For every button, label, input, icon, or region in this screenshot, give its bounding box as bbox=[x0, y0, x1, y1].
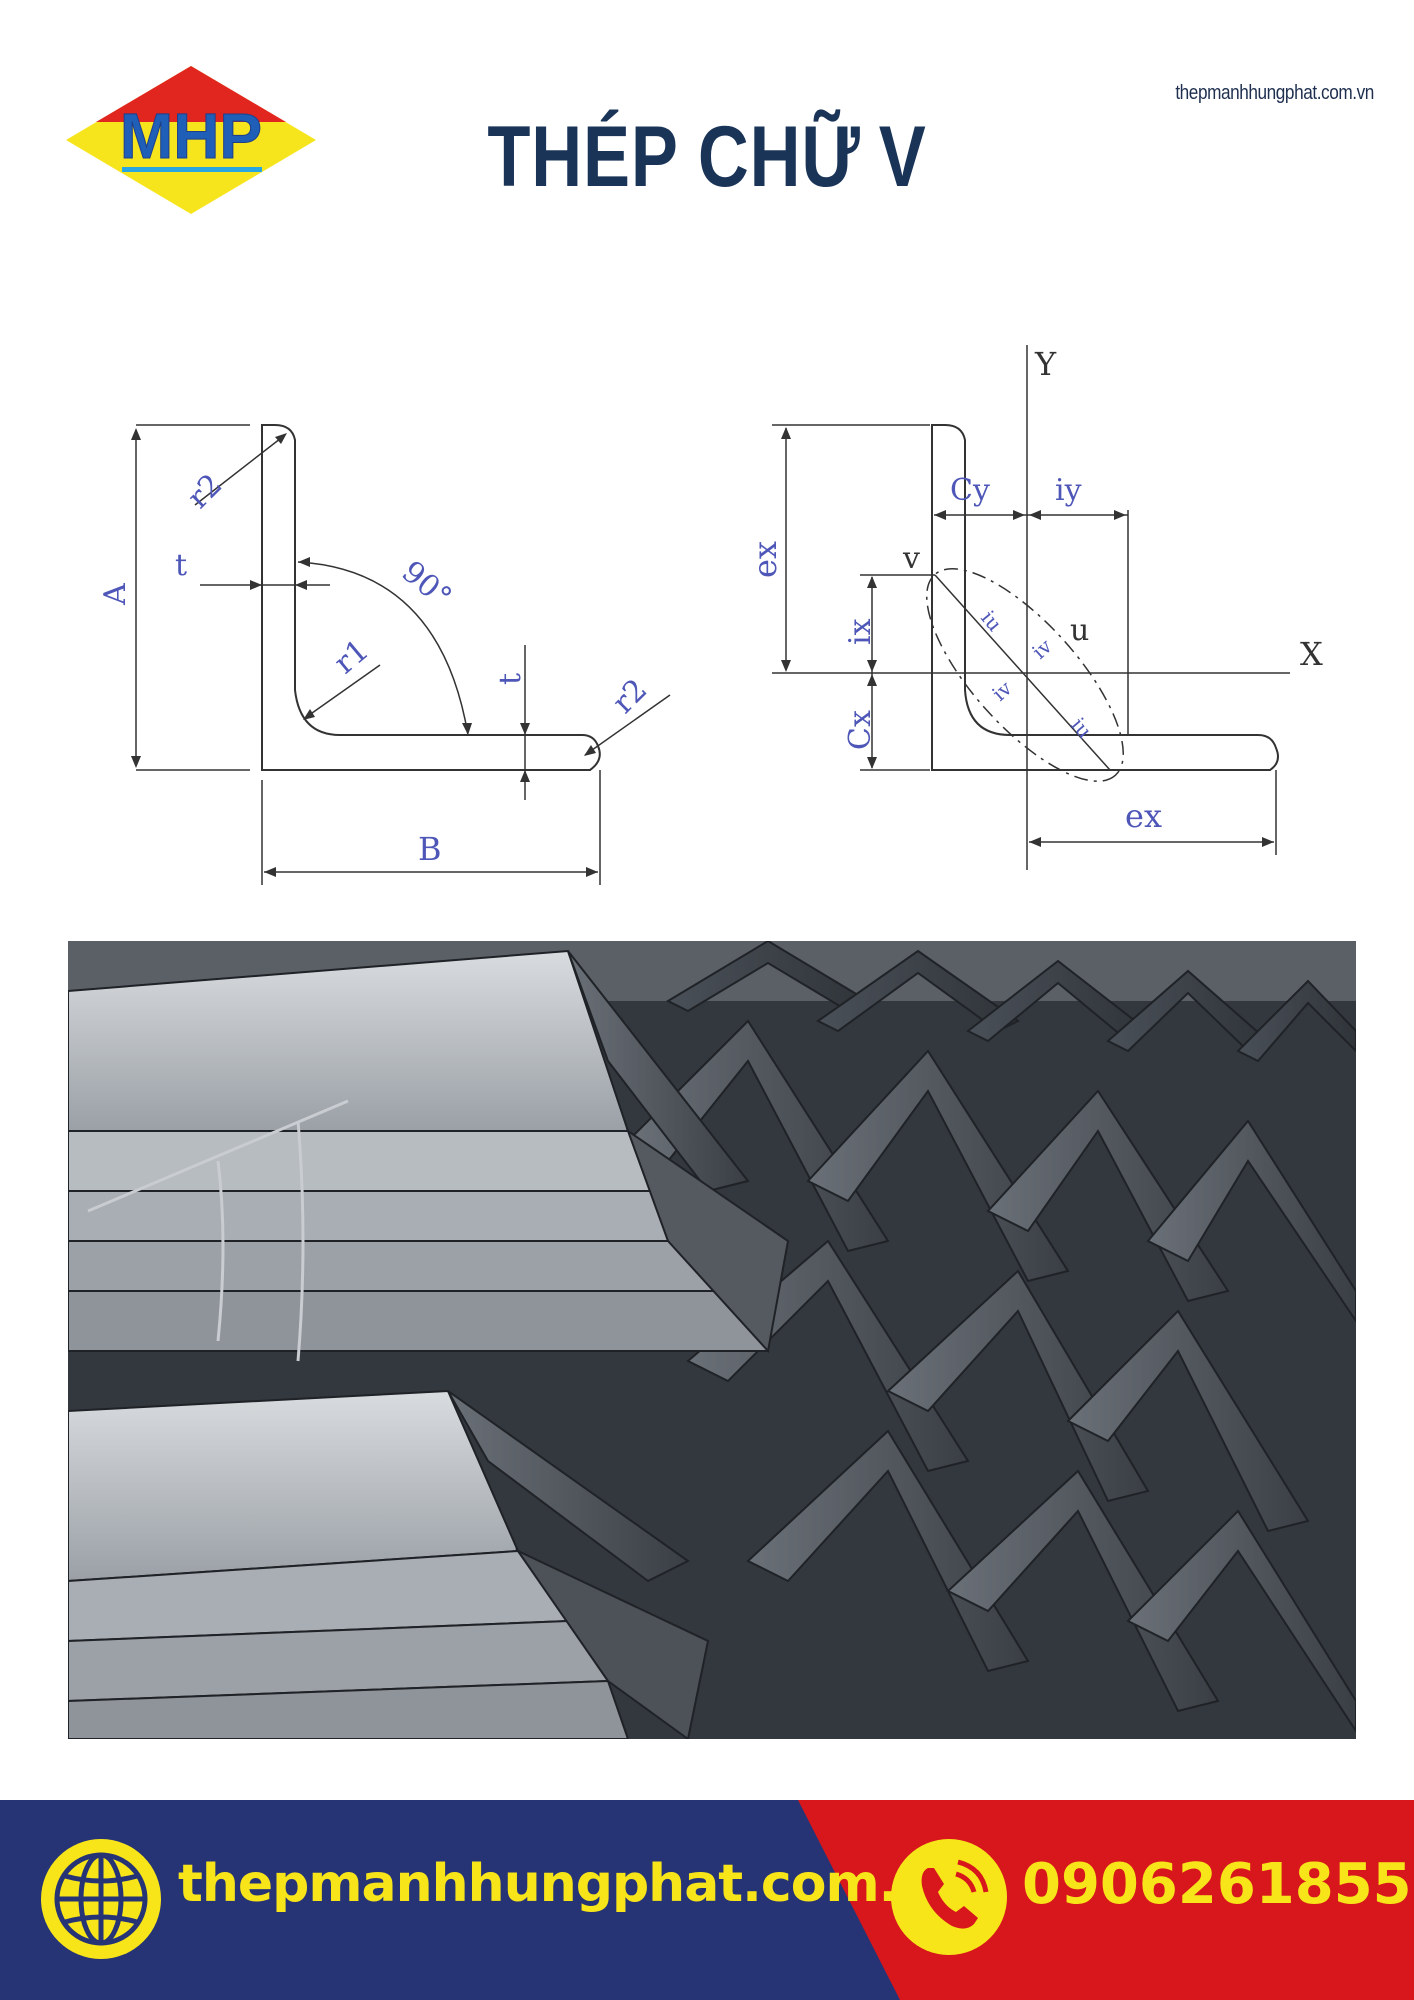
label-Cy: Cy bbox=[950, 473, 990, 508]
label-ex-vertical: ex bbox=[746, 541, 784, 578]
label-Cx: Cx bbox=[843, 710, 878, 750]
label-ix: ix bbox=[843, 618, 878, 645]
steel-angle-photo bbox=[68, 941, 1356, 1739]
label-B: B bbox=[418, 830, 442, 868]
label-iv-2: iv bbox=[987, 676, 1017, 706]
globe-icon bbox=[41, 1839, 161, 1959]
right-section-drawing bbox=[772, 345, 1290, 870]
label-iv-1: iv bbox=[1027, 634, 1057, 664]
logo-text: MHP bbox=[120, 100, 262, 172]
footer-website[interactable]: thepmanhhungphat.com.vn bbox=[178, 1854, 967, 1914]
right-diagram-labels: Y X ex ex Cy iy ix Cx v u iu iu iv iv bbox=[746, 345, 1323, 835]
steel-angle-illustration bbox=[68, 941, 1356, 1739]
label-ex-horizontal: ex bbox=[1125, 797, 1162, 835]
label-Y: Y bbox=[1034, 345, 1057, 383]
label-iy: iy bbox=[1055, 473, 1082, 508]
label-u: u bbox=[1070, 613, 1089, 648]
label-iu-1: iu bbox=[976, 606, 1007, 636]
mhp-logo: MHP bbox=[66, 66, 316, 214]
title-part1: THÉP CHỮ bbox=[487, 109, 861, 205]
phone-icon bbox=[891, 1839, 1007, 1955]
label-r2-top: r2 bbox=[181, 467, 229, 515]
label-X: X bbox=[1300, 635, 1323, 673]
angle-steel-diagram: A B t t r2 r1 90° r2 Y bbox=[98, 345, 1323, 885]
label-angle: 90° bbox=[395, 554, 458, 615]
right-angle-profile bbox=[931, 424, 1279, 771]
footer: thepmanhhungphat.com.vn 0906261855 bbox=[0, 1800, 1414, 2000]
label-iu-2: iu bbox=[1066, 713, 1097, 743]
title-part2: V bbox=[878, 109, 927, 205]
label-v: v bbox=[902, 541, 920, 576]
label-t-left: t bbox=[175, 548, 187, 583]
label-A: A bbox=[98, 583, 133, 606]
header-website[interactable]: thepmanhhungphat.com.vn bbox=[1175, 82, 1374, 104]
label-t-right: t bbox=[493, 673, 528, 685]
footer-phone[interactable]: 0906261855 bbox=[1022, 1852, 1412, 1917]
left-angle-profile bbox=[261, 424, 601, 771]
left-section-drawing bbox=[131, 424, 671, 885]
label-r2-right: r2 bbox=[606, 672, 654, 720]
